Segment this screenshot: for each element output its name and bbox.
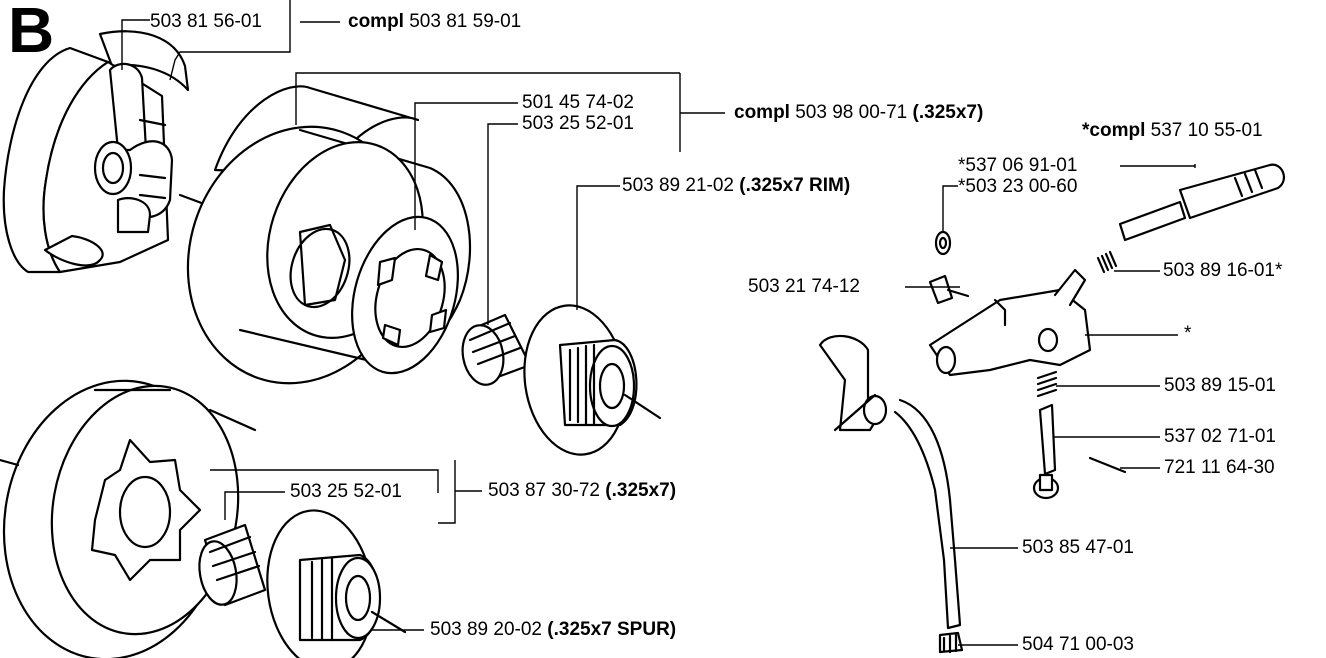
label-rim-compl-number: 503 98 00-71	[795, 102, 908, 123]
label-oil-compl: *compl 537 10 55-01	[1082, 120, 1263, 142]
spur-hub-drawing	[266, 509, 407, 658]
label-rim-sprocket: 501 45 74-02	[522, 92, 634, 113]
label-clutch-compl-number: 503 81 59-01	[409, 11, 522, 32]
label-oil-pin: 537 02 71-01	[1164, 426, 1276, 447]
label-clutch-compl-prefix: compl	[348, 11, 404, 32]
label-oil-housing: *	[1184, 323, 1192, 344]
rim-clutch-drum-drawing	[186, 85, 472, 385]
label-oil-spring-2: 503 89 15-01	[1164, 375, 1276, 396]
rim-hub-drawing	[523, 304, 662, 456]
label-oil-hose: 503 85 47-01	[1022, 537, 1134, 558]
label-spur-bearing: 503 25 52-01	[290, 481, 402, 502]
label-oil-washer: *503 23 00-60	[958, 176, 1078, 197]
rim-sprocket-drawing	[351, 215, 459, 375]
label-oil-spring-1: 503 89 16-01*	[1163, 260, 1283, 281]
label-spur-drum-spec: (.325x7)	[605, 480, 677, 501]
label-rim-washer-number: 503 89 21-02	[622, 175, 734, 196]
label-rim-washer: 503 89 21-02 (.325x7 RIM)	[622, 175, 850, 197]
label-rim-compl-prefix: compl	[734, 102, 790, 123]
label-spur-washer: 503 89 20-02 (.325x7 SPUR)	[430, 619, 676, 641]
label-spur-drum: 503 87 30-72 (.325x7)	[488, 480, 676, 502]
spur-clutch-drum-drawing	[0, 379, 257, 658]
label-oil-pin-2: 721 11 64-30	[1164, 457, 1275, 478]
label-rim-bearing: 503 25 52-01	[522, 113, 634, 134]
label-rim-compl-spec: (.325x7)	[912, 102, 984, 123]
label-rim-compl: compl 503 98 00-71 (.325x7)	[734, 102, 983, 124]
label-oil-filter: 504 71 00-03	[1022, 634, 1134, 655]
clutch-shoes-drawing	[2, 30, 217, 274]
label-spur-washer-spec: (.325x7 SPUR)	[547, 619, 677, 640]
label-clutch-compl: compl 503 81 59-01	[348, 11, 521, 33]
label-rim-washer-spec: (.325x7 RIM)	[739, 175, 851, 196]
label-oil-screw: 503 21 74-12	[748, 276, 860, 297]
label-spur-drum-number: 503 87 30-72	[488, 480, 600, 501]
section-letter: B	[8, 0, 55, 66]
label-spur-washer-number: 503 89 20-02	[430, 619, 542, 640]
oil-pump-assembly-drawing	[818, 163, 1286, 654]
rim-needle-bearing-drawing	[461, 313, 532, 386]
label-clutch-shoes: 503 81 56-01	[150, 11, 262, 32]
leader-lines	[121, 0, 1196, 646]
label-oil-shaft: *537 06 91-01	[958, 155, 1078, 176]
label-oil-compl-number: 537 10 55-01	[1150, 120, 1263, 141]
label-oil-compl-prefix: *compl	[1082, 120, 1146, 141]
spur-needle-bearing-drawing	[198, 523, 267, 607]
